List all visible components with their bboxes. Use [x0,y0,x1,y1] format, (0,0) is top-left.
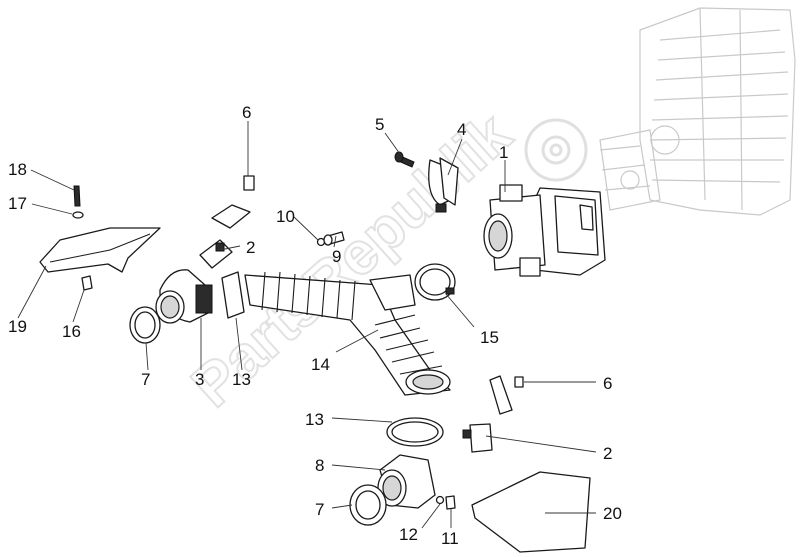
callout-13: 13 [305,410,324,429]
heat-shield [471,471,591,553]
watermark-gear-icon [524,118,588,182]
injector-bottom [462,375,513,453]
callout-3: 3 [195,370,204,389]
callout-14: 14 [311,355,330,374]
sleeve-top [221,271,245,319]
screw-16 [81,275,93,291]
cover-19 [39,227,161,273]
sleeve-bottom [386,417,444,447]
callout-18: 18 [8,160,27,179]
engine-block-outline [599,7,796,216]
callout-15: 15 [480,328,499,347]
callout-1: 1 [499,143,508,162]
callout-13: 13 [232,370,251,389]
callout-4: 4 [457,120,466,139]
gasket-bottom [349,484,387,526]
callout-6: 6 [603,374,612,393]
watermark-text: PartsRepublik [179,99,524,419]
screw-6-bottom [514,376,524,388]
intake-hose [244,271,451,396]
throttle-body [483,184,606,277]
callout-2: 2 [246,238,255,257]
injector-top [199,204,251,269]
callout-labels: 1 2 2 3 4 5 6 6 7 7 8 9 10 11 12 13 13 1… [8,103,622,548]
callout-9: 9 [332,247,341,266]
callout-7: 7 [315,500,324,519]
screw-18 [73,185,81,207]
leader-lines [17,121,597,529]
callout-20: 20 [603,504,622,523]
callout-12: 12 [399,525,418,544]
clamp-ring [414,263,456,301]
callout-7: 7 [141,370,150,389]
watermark: PartsRepublik [178,98,525,420]
screw-11 [445,495,456,510]
intake-manifold-bottom [377,454,436,509]
callout-5: 5 [375,115,384,134]
callout-17: 17 [8,194,27,213]
callout-2: 2 [603,444,612,463]
gasket-top [129,306,161,344]
callout-16: 16 [62,322,81,341]
callout-11: 11 [441,529,459,548]
washer-17 [72,211,84,219]
callout-6: 6 [242,103,251,122]
washer-12 [435,495,445,505]
bolt-5 [394,151,415,168]
screw-6-top [243,175,255,191]
intake-manifold [155,269,213,324]
callout-10: 10 [276,207,295,226]
callout-8: 8 [315,456,324,475]
callout-19: 19 [8,317,27,336]
